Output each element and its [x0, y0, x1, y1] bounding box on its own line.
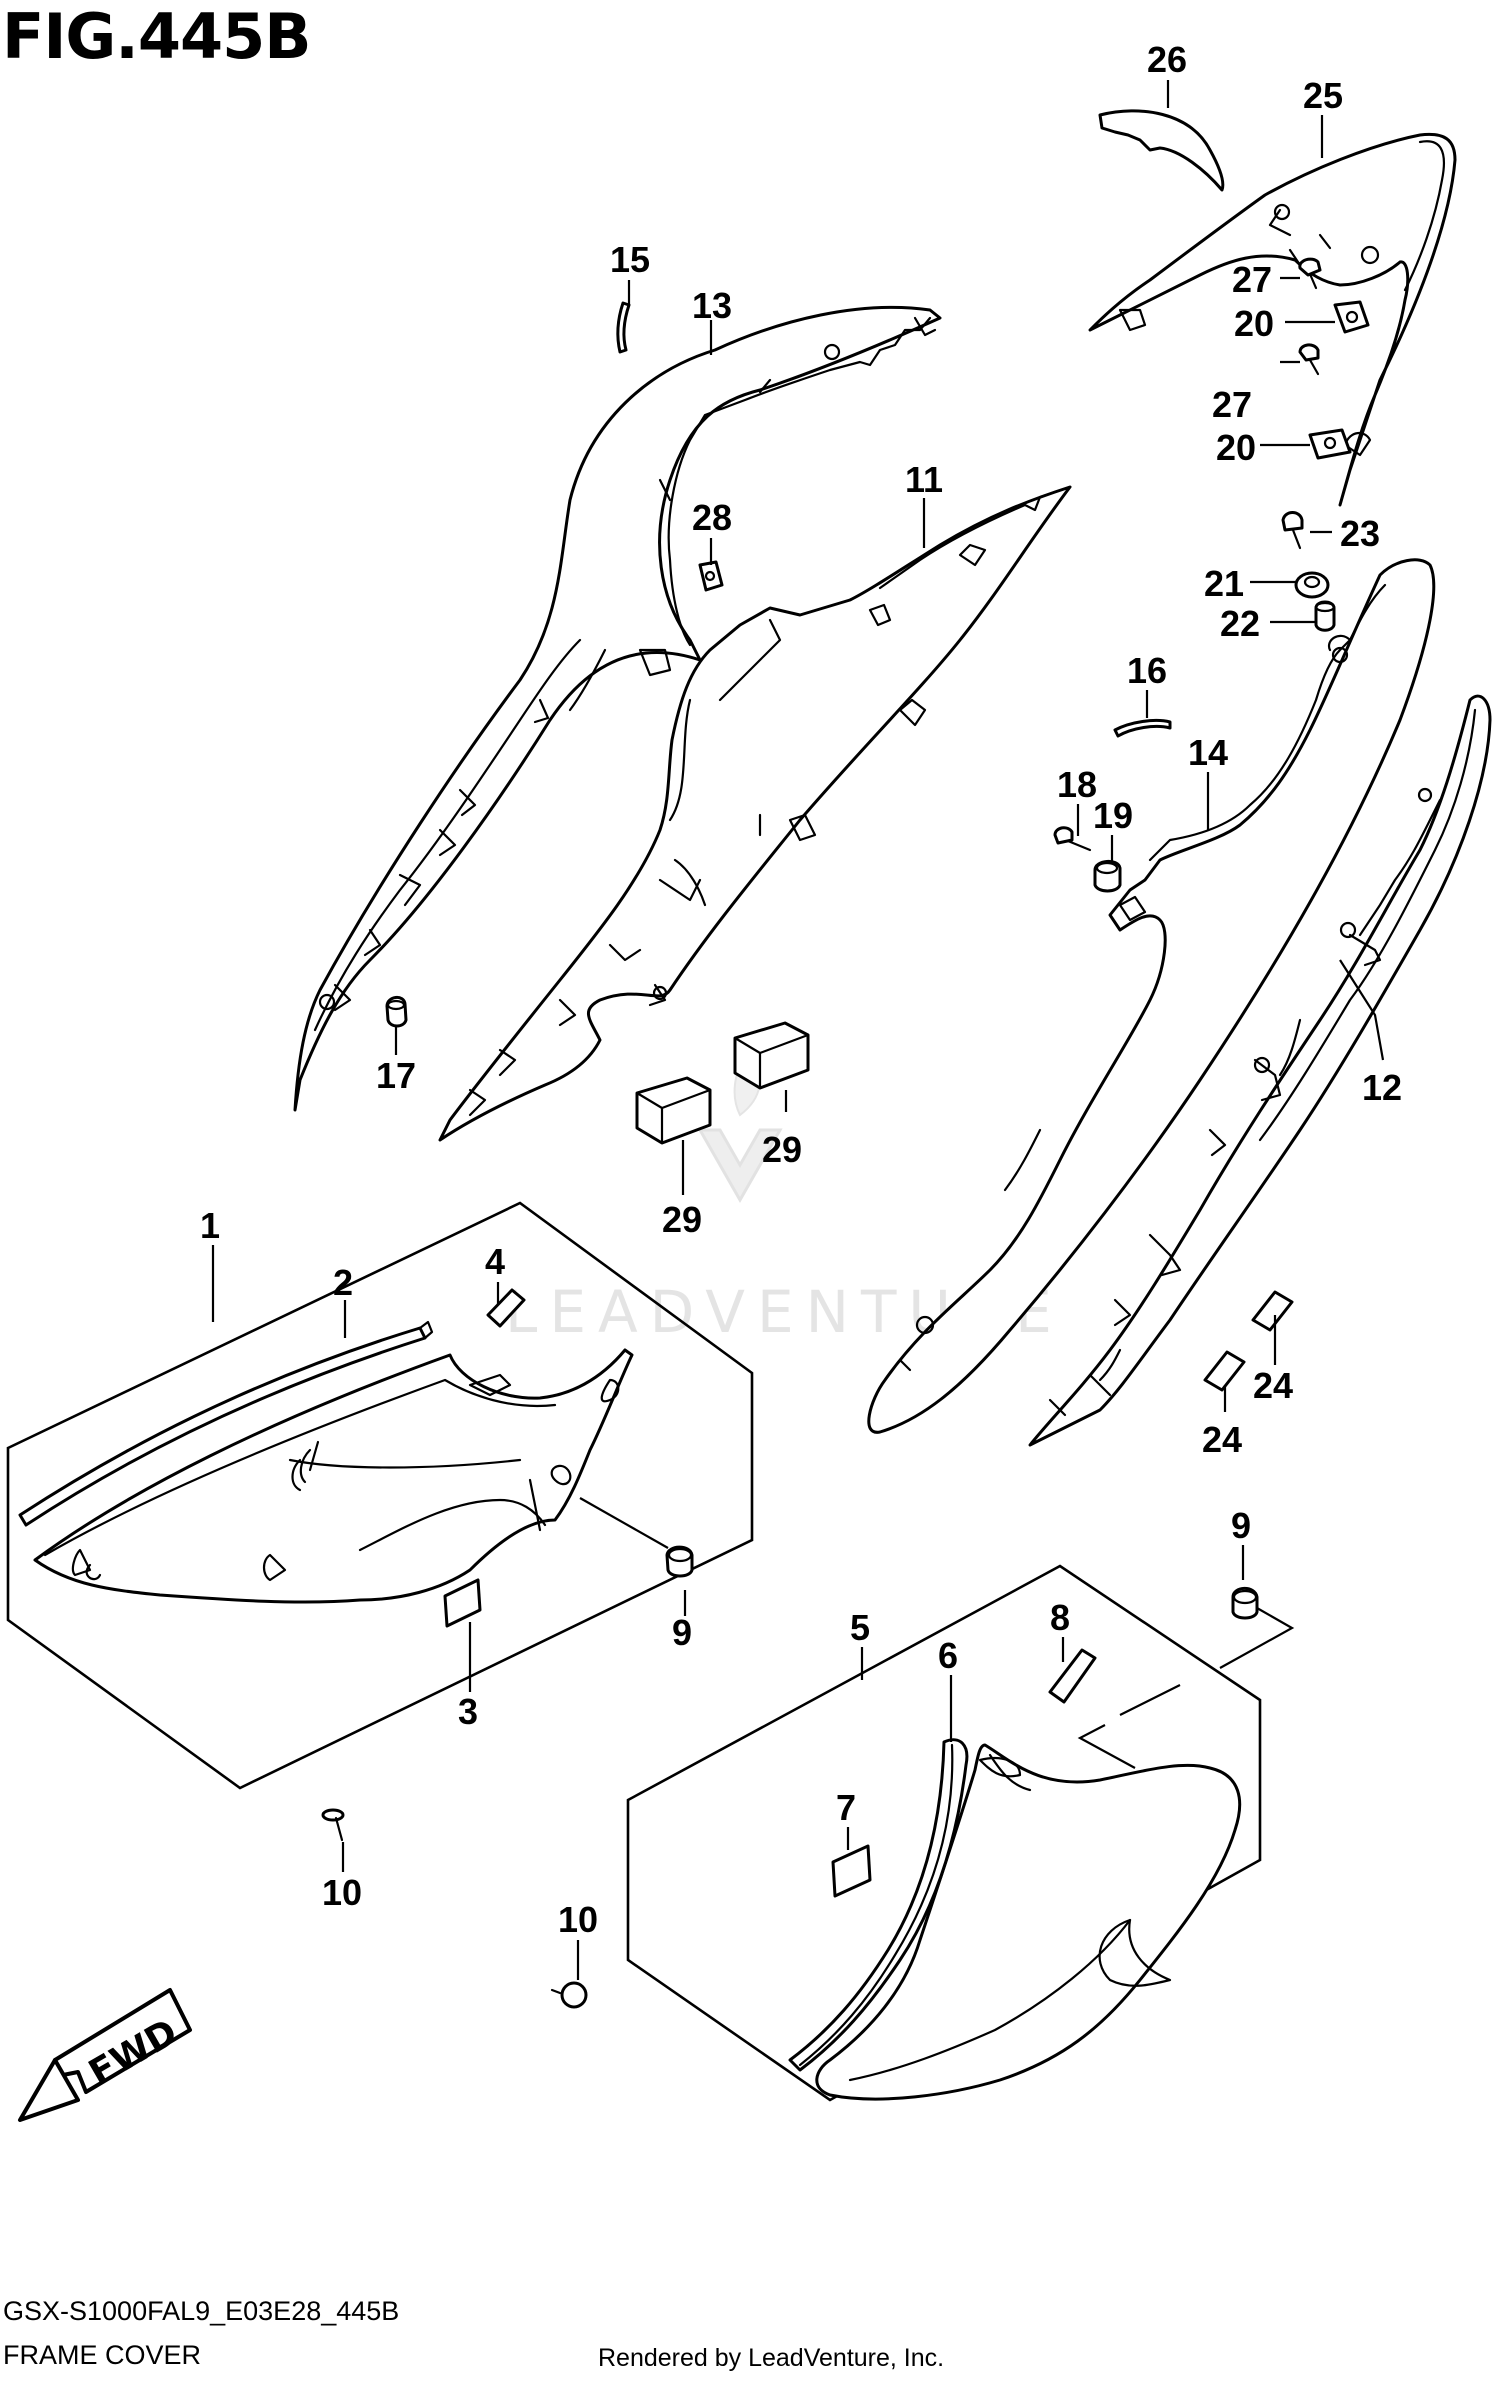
part-9-grommet-right[interactable] — [1231, 1586, 1259, 1620]
callout-13: 13 — [692, 285, 732, 326]
part-1-side-cover-left[interactable] — [33, 1348, 634, 1604]
part-27-screw-upper[interactable] — [1298, 257, 1322, 290]
part-27-screw-lower[interactable] — [1298, 343, 1320, 376]
callout-28: 28 — [692, 497, 732, 538]
callout-21: 21 — [1204, 563, 1244, 604]
callout-18: 18 — [1057, 764, 1097, 805]
callout-22: 22 — [1220, 603, 1260, 644]
callout-7: 7 — [836, 1787, 856, 1828]
callout-24-upper: 24 — [1253, 1365, 1293, 1406]
callout-29-upper: 29 — [762, 1129, 802, 1170]
part-5-side-cover-right[interactable] — [815, 1743, 1242, 2101]
callout-19: 19 — [1093, 795, 1133, 836]
callout-1: 1 — [200, 1205, 220, 1246]
part-17-grommet[interactable] — [385, 996, 408, 1028]
callout-26: 26 — [1147, 39, 1187, 80]
callout-25: 25 — [1303, 75, 1343, 116]
callout-10-left: 10 — [322, 1872, 362, 1913]
callout-9-left: 9 — [672, 1612, 692, 1653]
part-8-label[interactable] — [1048, 1648, 1097, 1704]
part-22-cushion[interactable] — [1314, 600, 1336, 632]
part-10-clip-right[interactable] — [550, 1981, 588, 2009]
callout-12: 12 — [1362, 1067, 1402, 1108]
model-code: GSX-S1000FAL9_E03E28_445B — [3, 2296, 400, 2326]
part-24-pad-lower[interactable] — [1203, 1350, 1246, 1392]
part-13-seat-cowl-left[interactable] — [293, 305, 942, 1112]
leader-lines — [211, 80, 1385, 1980]
callout-labels: 1 2 3 4 5 6 7 8 9 9 10 10 11 12 13 14 15… — [200, 39, 1402, 1940]
assembly-box-1 — [6, 1201, 754, 1790]
callout-16: 16 — [1127, 650, 1167, 691]
callout-6: 6 — [938, 1635, 958, 1676]
part-14-seat-cowl-right[interactable] — [867, 558, 1436, 1434]
render-credit: Rendered by LeadVenture, Inc. — [598, 2344, 945, 2372]
leader-9b-path-1 — [1219, 1607, 1295, 1669]
callout-24-lower: 24 — [1202, 1419, 1242, 1460]
part-21-collar[interactable] — [1294, 571, 1330, 599]
part-24-pad-upper[interactable] — [1251, 1290, 1294, 1332]
part-6-molding[interactable] — [788, 1738, 969, 2072]
part-18-screw[interactable] — [1053, 826, 1092, 852]
part-16-trim-strip[interactable] — [1113, 718, 1172, 738]
part-25-tail-cowl[interactable] — [1088, 132, 1457, 507]
figure-title: FIG.445B — [2, 0, 312, 73]
leader-9a-assembly — [579, 1497, 669, 1549]
callout-10-right: 10 — [558, 1899, 598, 1940]
section-name: FRAME COVER — [3, 2340, 202, 2370]
callout-27-lower: 27 — [1212, 384, 1252, 425]
part-15-trim-strip[interactable] — [616, 301, 631, 354]
callout-29-lower: 29 — [662, 1199, 702, 1240]
part-29-pad-upper[interactable] — [733, 1021, 810, 1090]
callout-15: 15 — [610, 239, 650, 280]
assembly-box-5 — [626, 1564, 1262, 2102]
callout-3: 3 — [458, 1691, 478, 1732]
part-23-bolt[interactable] — [1281, 511, 1304, 550]
callout-4: 4 — [485, 1241, 505, 1282]
part-3-label[interactable] — [443, 1578, 482, 1628]
part-29-pad-lower[interactable] — [635, 1076, 712, 1145]
part-10-clip-left[interactable] — [321, 1808, 345, 1842]
fwd-arrow-icon: FWD — [18, 1988, 192, 2122]
callout-27-upper: 27 — [1232, 259, 1272, 300]
callout-14: 14 — [1188, 732, 1228, 773]
leader-9b-path-2 — [1077, 1684, 1181, 1769]
callout-17: 17 — [376, 1055, 416, 1096]
callout-8: 8 — [1050, 1597, 1070, 1638]
callout-20-upper: 20 — [1234, 303, 1274, 344]
part-9-grommet-left[interactable] — [665, 1545, 694, 1578]
callout-11: 11 — [905, 459, 943, 500]
part-7-label[interactable] — [831, 1844, 872, 1898]
callout-20-lower: 20 — [1216, 427, 1256, 468]
part-20-clip-nut-upper[interactable] — [1333, 300, 1370, 334]
part-28-clip-nut[interactable] — [698, 560, 724, 592]
part-2-molding[interactable] — [18, 1320, 434, 1527]
callout-23: 23 — [1340, 513, 1380, 554]
callout-9-right: 9 — [1231, 1505, 1251, 1546]
part-4-label[interactable] — [486, 1288, 526, 1328]
part-26-tail-trim[interactable] — [1098, 109, 1225, 192]
part-20-clip-nut-lower[interactable] — [1308, 428, 1352, 460]
part-12-inner-cover-right[interactable] — [1028, 694, 1492, 1447]
callout-2: 2 — [333, 1262, 353, 1303]
part-11-inner-cover-left[interactable] — [438, 485, 1072, 1142]
part-19-collar[interactable] — [1093, 860, 1122, 893]
callout-5: 5 — [850, 1607, 870, 1648]
